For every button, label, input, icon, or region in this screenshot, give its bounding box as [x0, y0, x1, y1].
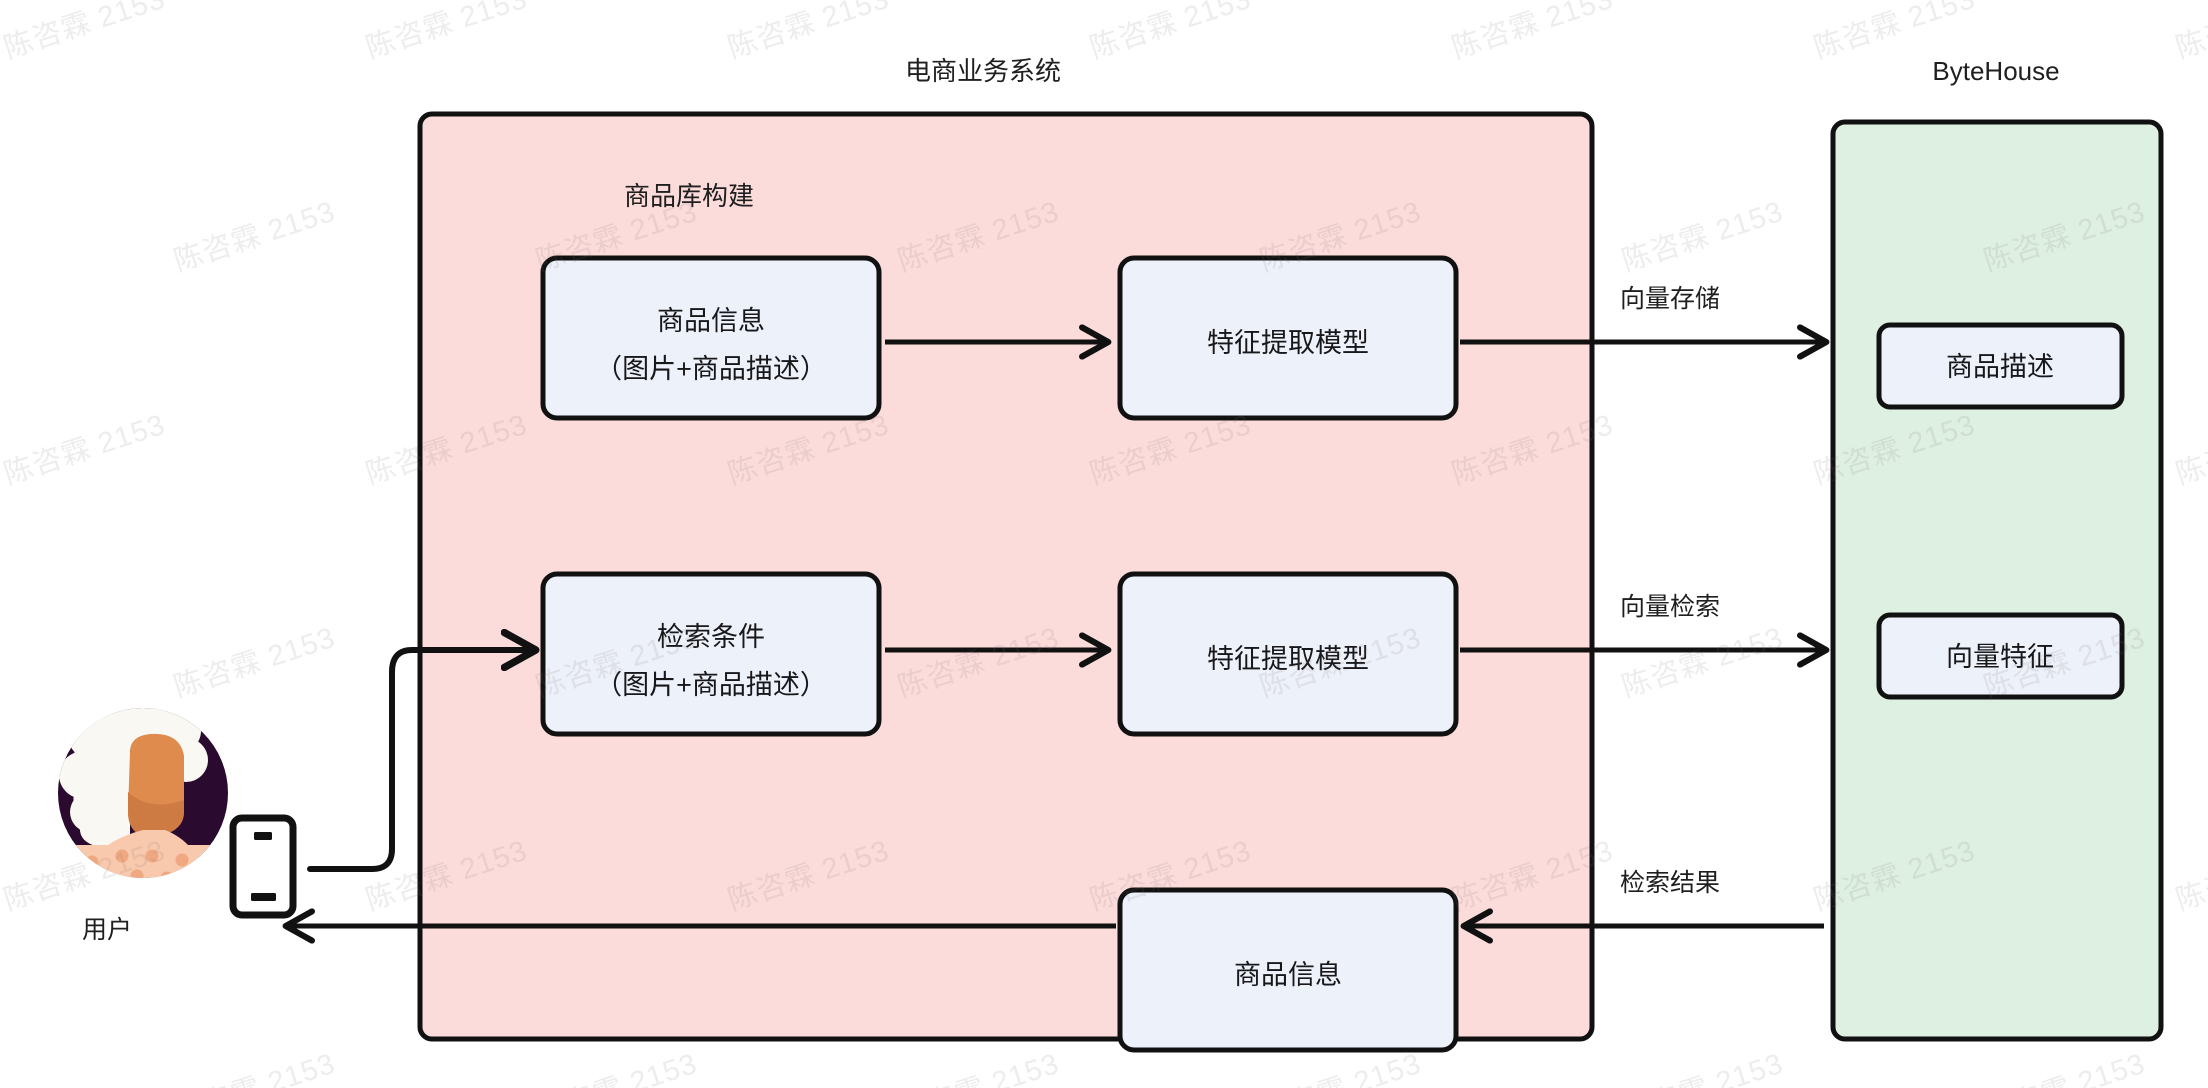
group-title-catalog-build: 商品库构建: [624, 181, 754, 211]
node-query-condition-line2: （图片+商品描述）: [595, 670, 827, 700]
edge-user-to-query: [307, 650, 533, 872]
node-query-condition-line1: 检索条件: [657, 622, 765, 652]
node-feature-model-top-label: 特征提取模型: [1207, 328, 1369, 358]
node-query-condition[interactable]: [540, 571, 882, 737]
node-vector-feature-label: 向量特征: [1946, 642, 2054, 672]
node-product-desc-label: 商品描述: [1946, 352, 2054, 382]
node-product-info-top-line1: 商品信息: [657, 306, 765, 336]
node-feature-model-bottom-label: 特征提取模型: [1207, 644, 1369, 674]
edge-label-vector-search: 向量检索: [1620, 593, 1720, 621]
node-product-info-bottom[interactable]: [1117, 887, 1459, 1053]
panel-title-bytehouse: ByteHouse: [1932, 56, 2059, 86]
edge-label-vector-store: 向量存储: [1620, 285, 1720, 313]
edge-label-search-result: 检索结果: [1620, 869, 1720, 897]
user-label: 用户: [82, 916, 132, 944]
node-vector-feature[interactable]: [1876, 612, 2125, 700]
panel-title-ecommerce: 电商业务系统: [905, 56, 1061, 86]
mobile-phone-icon: [229, 814, 297, 919]
node-product-info-top[interactable]: [540, 255, 882, 421]
node-product-info-top-line2: （图片+商品描述）: [595, 354, 827, 384]
node-feature-model-bottom[interactable]: [1117, 571, 1459, 737]
user-avatar-icon: [58, 708, 228, 878]
node-product-info-bottom-label: 商品信息: [1234, 960, 1342, 990]
node-product-desc[interactable]: [1876, 322, 2125, 410]
panel-bytehouse: [1830, 119, 2164, 1042]
node-feature-model-top[interactable]: [1117, 255, 1459, 421]
